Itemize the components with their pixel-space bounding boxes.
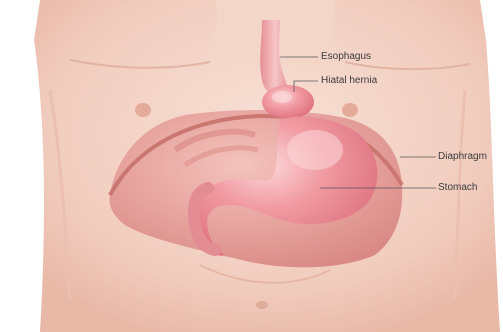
hiatal-hernia xyxy=(262,85,314,119)
hiatal-hernia-label: Hiatal hernia xyxy=(321,75,377,87)
left-nipple xyxy=(135,103,151,117)
esophagus-label: Esophagus xyxy=(321,51,371,63)
diaphragm-label: Diaphragm xyxy=(438,151,487,163)
stomach-label: Stomach xyxy=(438,182,477,194)
right-nipple xyxy=(342,103,358,117)
